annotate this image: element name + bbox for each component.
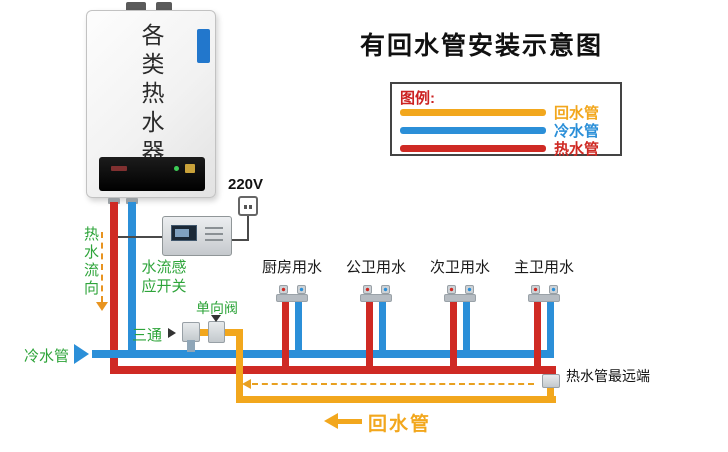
legend-row-cold: 冷水管 <box>400 122 600 140</box>
cold-riser <box>463 302 470 352</box>
panel-display-segment <box>111 166 127 171</box>
fixture-master-bath: 主卫用水 <box>504 256 584 376</box>
cold-riser <box>379 302 386 352</box>
far-end-label: 热水管最远端 <box>566 368 650 384</box>
hot-riser <box>534 302 541 368</box>
heater-control-panel <box>99 157 205 191</box>
fixture-second-bath: 次卫用水 <box>420 256 500 376</box>
energy-sticker <box>197 29 210 63</box>
power-label: 220V <box>228 176 264 193</box>
cold-riser <box>295 302 302 352</box>
check-valve-label: 单向阀 <box>196 300 238 316</box>
cold-pipe-heater-feed <box>128 202 136 352</box>
cold-handle-icon <box>465 285 474 294</box>
hot-pipe-swatch <box>400 144 546 152</box>
faucet-icon <box>360 294 392 302</box>
flow-switch-label-line2: 应开关 <box>141 277 187 295</box>
faucet-icon <box>276 294 308 302</box>
legend-label-hot: 热水管 <box>554 140 600 158</box>
hot-riser <box>450 302 457 368</box>
hot-handle-icon <box>279 285 288 294</box>
heater-cold-connector <box>126 198 138 204</box>
return-pipe-label: 回水管 <box>368 414 432 435</box>
vent-line <box>205 239 223 241</box>
return-arrow-icon <box>338 419 362 424</box>
tee-stub-pipe <box>187 340 195 352</box>
heater-flue-right <box>156 2 172 12</box>
hot-pipe-heater-drop <box>110 202 118 370</box>
return-pipe-bottom-run <box>236 396 556 403</box>
legend-label-cold: 冷水管 <box>554 122 600 140</box>
fixture-label: 主卫用水 <box>513 259 574 276</box>
cold-handle-icon <box>297 285 306 294</box>
page-title: 有回水管安装示意图 <box>360 32 604 60</box>
fixture-public-bath: 公卫用水 <box>336 256 416 376</box>
hot-handle-icon <box>531 285 540 294</box>
fixture-kitchen: 厨房用水 <box>252 256 332 376</box>
water-heater: 各类热水器 <box>86 10 216 198</box>
heater-hot-connector <box>108 198 120 204</box>
cold-pipe-swatch <box>400 126 546 134</box>
return-flow-arrowhead-icon <box>242 379 251 389</box>
fixture-label: 次卫用水 <box>429 259 490 276</box>
power-outlet-icon <box>238 196 258 216</box>
return-flow-dashed-line <box>252 383 534 385</box>
faucet-icon <box>444 294 476 302</box>
hot-water-main <box>110 366 556 374</box>
cold-handle-icon <box>381 285 390 294</box>
sensor-wire <box>118 236 162 238</box>
power-wire-horizontal <box>232 239 249 241</box>
hot-handle-icon <box>363 285 372 294</box>
legend-heading: 图例: <box>400 90 435 107</box>
hot-riser <box>282 302 289 368</box>
check-valve-fitting <box>208 321 225 343</box>
tee-pointer-icon <box>168 328 176 338</box>
hot-flow-arrowhead-icon <box>96 302 108 311</box>
flow-sensor-switch-box <box>162 216 232 256</box>
tee-label: 三通 <box>132 327 163 344</box>
legend-row-hot: 热水管 <box>400 140 600 158</box>
sensor-display <box>171 225 197 241</box>
cold-riser <box>547 302 554 352</box>
far-end-fitting <box>542 374 560 388</box>
cold-water-main <box>92 350 554 358</box>
return-pipe-swatch <box>400 108 546 116</box>
legend-box: 图例: 回水管 冷水管 热水管 <box>390 82 622 158</box>
hot-handle-icon <box>447 285 456 294</box>
heater-flue-left <box>126 2 146 12</box>
check-valve-pointer-icon <box>211 315 221 322</box>
return-pipe-right-drop <box>547 386 554 398</box>
hot-flow-dashed-arrow <box>101 232 103 302</box>
vent-line <box>205 233 223 235</box>
outlet-pin <box>244 205 247 209</box>
legend-label-return: 回水管 <box>554 104 600 122</box>
vent-line <box>205 227 223 229</box>
power-wire-vertical <box>247 216 249 241</box>
sensor-display-glow <box>175 229 189 237</box>
hot-riser <box>366 302 373 368</box>
return-pipe-left-drop <box>236 329 243 403</box>
outlet-pin <box>249 205 252 209</box>
cold-handle-icon <box>549 285 558 294</box>
heater-label: 各类热水器 <box>138 23 164 168</box>
fixture-label: 公卫用水 <box>345 259 406 276</box>
tee-fitting <box>182 322 200 342</box>
fixture-label: 厨房用水 <box>261 259 322 276</box>
hot-flow-direction-label: 热水流向 <box>82 226 99 298</box>
panel-power-led <box>174 166 179 171</box>
panel-flame-icon <box>185 164 195 173</box>
flow-switch-label-line1: 水流感 <box>141 259 187 276</box>
legend-row-return: 回水管 <box>400 104 600 122</box>
cold-pipe-label: 冷水管 <box>24 348 70 365</box>
flow-switch-label: 水流感 应开关 <box>132 259 196 297</box>
return-arrowhead-icon <box>324 413 338 429</box>
faucet-icon <box>528 294 560 302</box>
cold-inlet-arrow-icon <box>74 344 89 364</box>
